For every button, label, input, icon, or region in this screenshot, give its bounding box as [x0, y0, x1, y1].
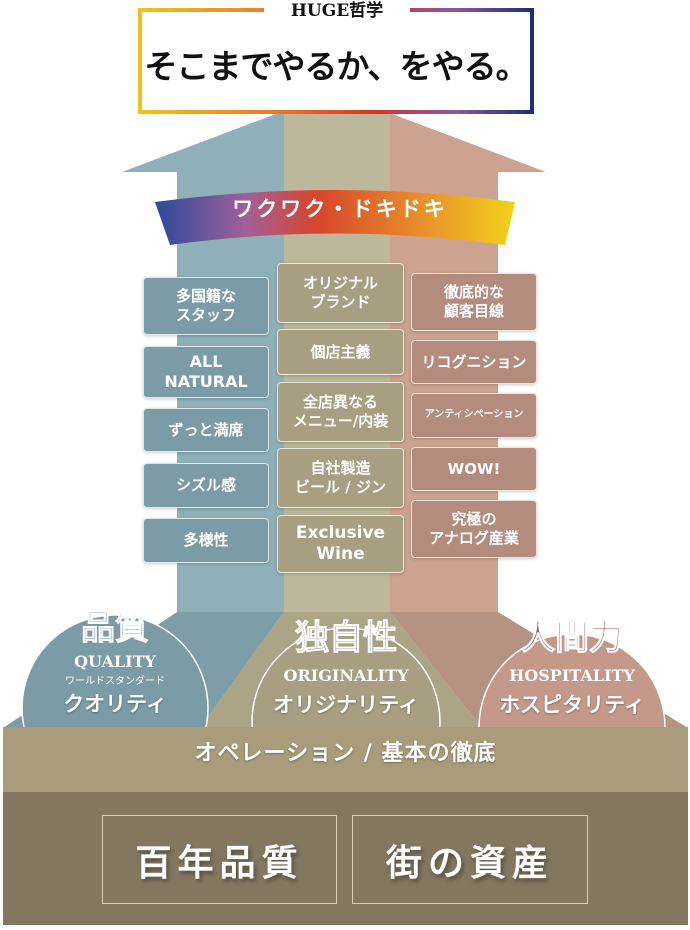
foundation-box-century-quality: 百年品質: [102, 815, 337, 904]
value-box: オリジナル ブランド: [277, 263, 404, 323]
slogan: そこまでやるか、をやる。: [144, 47, 528, 86]
operation-label: オペレーション / 基本の徹底: [194, 741, 497, 766]
value-box: 多国籍な スタッフ: [143, 277, 269, 335]
pillar-ja-quality: クオリティ: [63, 692, 167, 716]
value-box: アンティシペーション: [411, 393, 537, 438]
pillar-title-quality: 品質: [81, 608, 150, 649]
pillar-ja-originality: オリジナリティ: [273, 693, 419, 717]
value-box: 全店異なる メニュー/内装: [277, 382, 404, 442]
value-box: ALL NATURAL: [143, 346, 269, 398]
value-box: ずっと満席: [143, 408, 269, 452]
pillar-title-originality: 独自性: [295, 618, 398, 659]
pillar-en-hospitality: HOSPITALITY: [509, 666, 635, 685]
pillar-sub-quality: ワールドスタンダード: [65, 676, 165, 687]
pillar-title-hospitality: 人間力: [521, 618, 624, 659]
pillar-en-originality: ORIGINALITY: [283, 666, 409, 685]
value-box: リコグニション: [411, 340, 537, 384]
value-box: 多様性: [143, 518, 269, 563]
foundation-box-city-asset: 街の資産: [352, 815, 588, 904]
value-box: 徹底的な 顧客目線: [411, 273, 537, 331]
value-box: WOW!: [411, 447, 537, 491]
value-box: Exclusive Wine: [277, 515, 404, 573]
ribbon-text: ワクワク・ドキドキ: [232, 197, 448, 221]
value-box: シズル感: [143, 463, 269, 508]
pillar-en-quality: QUALITY: [74, 652, 156, 671]
value-box: 個店主義: [277, 329, 404, 375]
value-box: 自社製造 ビール / ジン: [277, 448, 404, 508]
philosophy-frame: [138, 8, 534, 114]
value-box: 究極の アナログ産業: [411, 500, 537, 558]
ribbon-banner: [155, 190, 515, 245]
base-band: [3, 727, 688, 792]
pillar-ja-hospitality: ホスピタリティ: [499, 693, 645, 717]
foundation-band: [3, 792, 688, 925]
philosophy-label: HUGE哲学: [264, 0, 410, 22]
